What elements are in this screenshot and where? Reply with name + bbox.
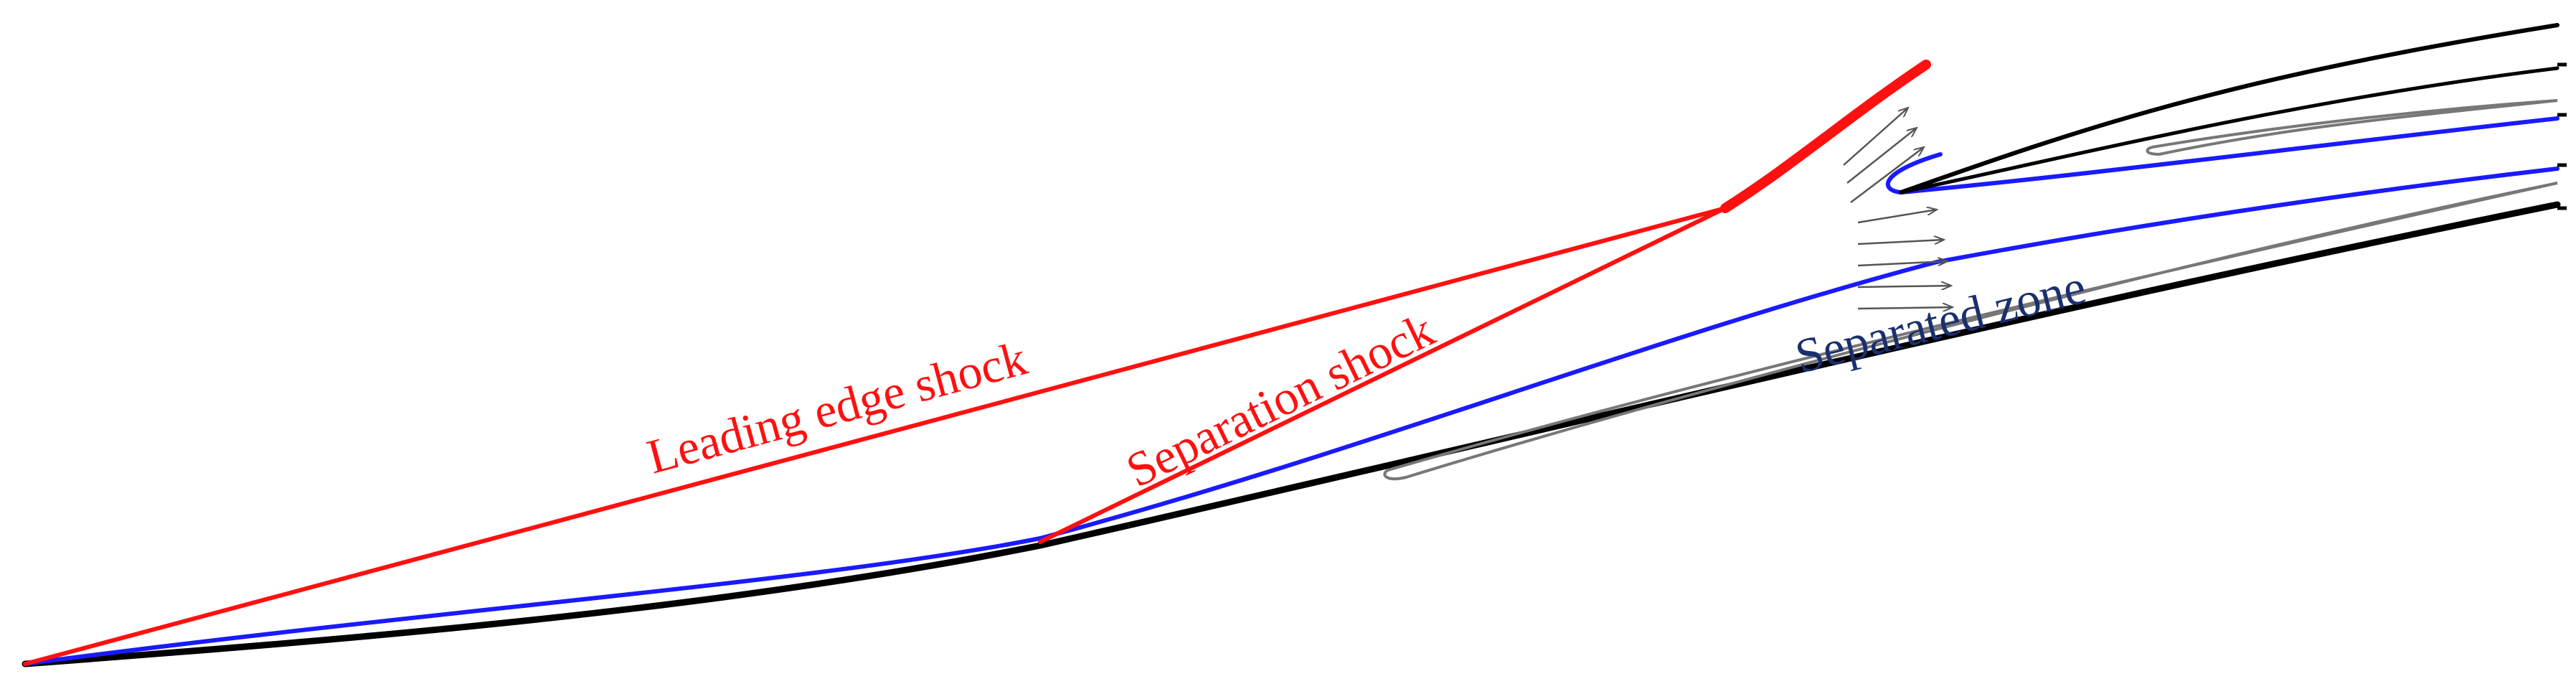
upper-body-inner-surface <box>1899 66 2560 195</box>
transmitted-shock <box>1720 60 1931 213</box>
leading-edge-shock <box>23 206 1727 666</box>
separated-zone-label: Separated zone <box>1790 259 2091 384</box>
upper-body-surface <box>1899 23 2560 195</box>
upper-streamline <box>1886 116 2560 195</box>
separated-zone-loop <box>1383 182 2558 481</box>
flow-arrow <box>1843 108 1908 166</box>
separation-shock <box>1038 206 1727 544</box>
flow-arrow <box>1850 147 1924 203</box>
flow-arrows <box>1843 108 1953 309</box>
flow-arrow <box>1857 307 1953 309</box>
boundary-layer-streamline <box>23 167 2560 666</box>
flow-arrow <box>1846 128 1917 184</box>
wall-surface <box>22 201 2561 667</box>
upper-recirculation-loop <box>2146 99 2558 156</box>
flow-arrow <box>1857 210 1937 224</box>
flow-arrow <box>1857 286 1951 287</box>
leading-edge-shock-label: Leading edge shock <box>641 330 1032 484</box>
flow-arrow <box>1857 261 1948 267</box>
flow-arrow <box>1857 240 1944 245</box>
